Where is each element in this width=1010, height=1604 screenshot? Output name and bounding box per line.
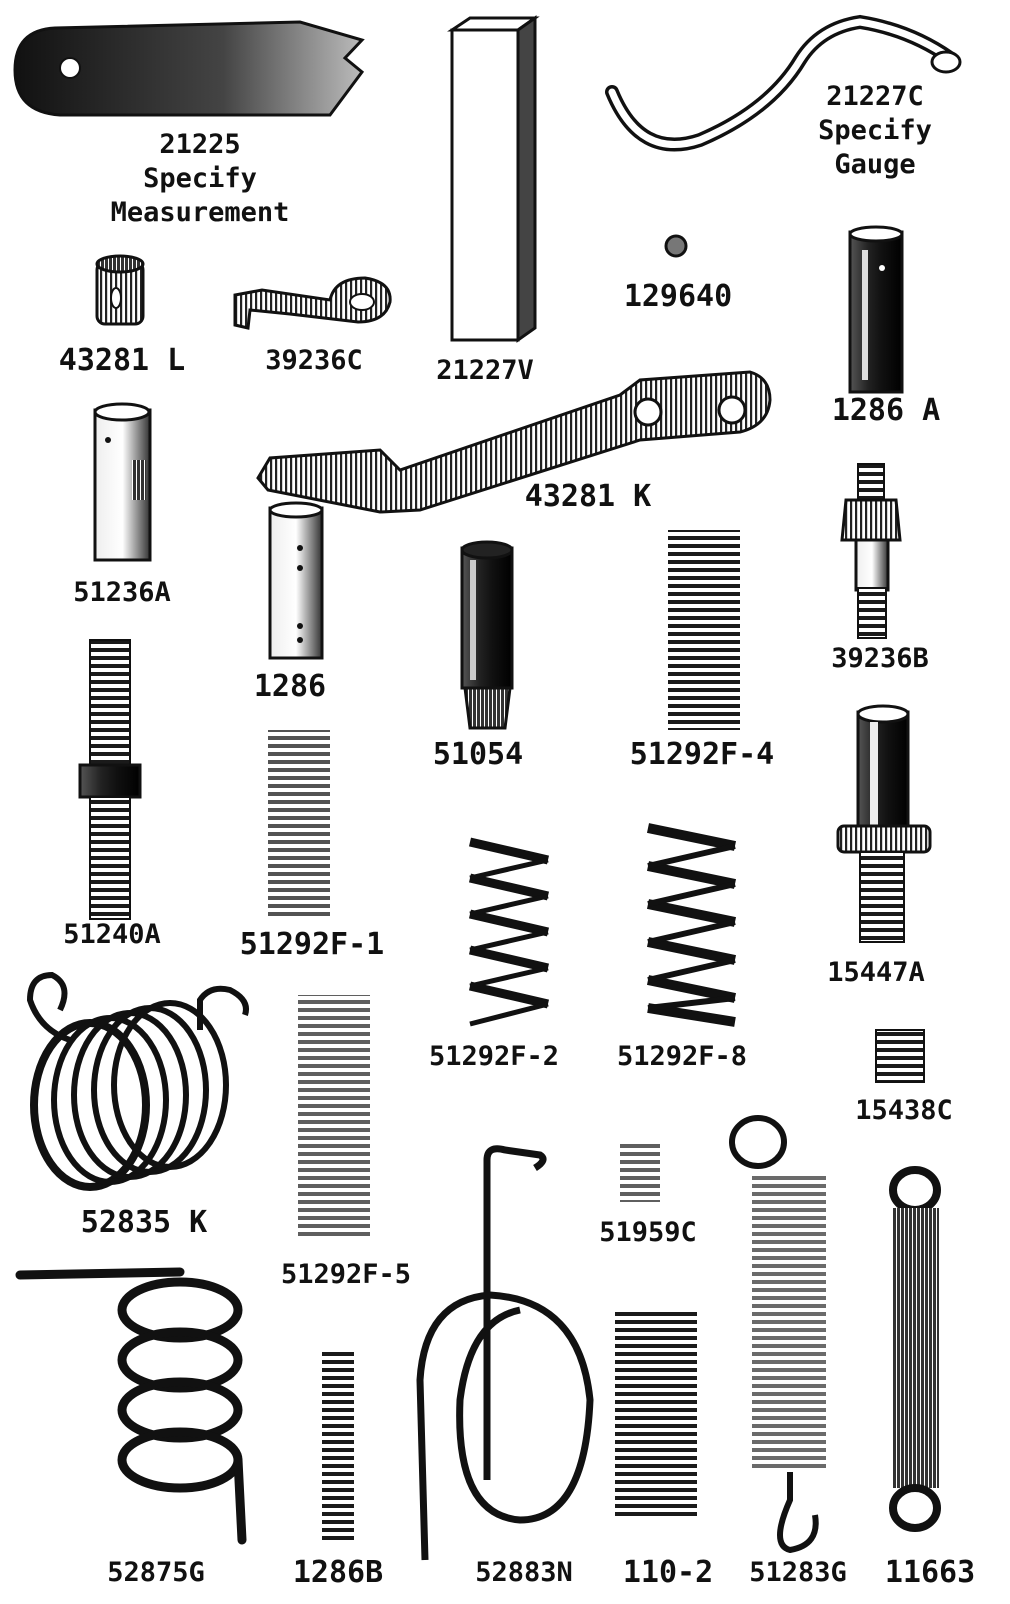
label-51292F-4: 51292F-4 bbox=[629, 737, 775, 772]
part-51292F-8-spring bbox=[646, 823, 737, 1027]
label-51292F-5: 51292F-5 bbox=[280, 1259, 412, 1290]
part-110-2-spring bbox=[615, 1312, 697, 1520]
label-51236A: 51236A bbox=[73, 577, 171, 608]
label-39236C: 39236C bbox=[265, 345, 363, 376]
part-15447A-pin bbox=[836, 704, 932, 943]
label-110-2: 110-2 bbox=[622, 1555, 714, 1590]
part-51240A-stud bbox=[78, 639, 142, 920]
label-21225: 21225 Specify Measurement bbox=[110, 129, 290, 228]
label-1286A: 1286 A bbox=[831, 393, 941, 428]
part-129640-ball bbox=[664, 234, 688, 258]
part-51292F-2-spring bbox=[468, 837, 550, 1027]
label-51959C: 51959C bbox=[599, 1217, 697, 1248]
label-51292F-1: 51292F-1 bbox=[239, 927, 385, 962]
label-15438C: 15438C bbox=[855, 1095, 953, 1126]
part-51959C-spring bbox=[620, 1142, 660, 1202]
part-1286-sleeve bbox=[268, 501, 324, 660]
part-51292F-1-spring bbox=[268, 730, 330, 920]
part-51292F-5-spring bbox=[298, 995, 370, 1240]
label-1286: 1286 bbox=[253, 669, 327, 704]
label-15447A: 15447A bbox=[827, 957, 925, 988]
label-11663: 11663 bbox=[884, 1555, 976, 1590]
label-51292F-2: 51292F-2 bbox=[428, 1041, 560, 1072]
part-43281L-pin bbox=[95, 254, 145, 326]
label-51283G: 51283G bbox=[749, 1557, 847, 1588]
part-51292F-4-spring bbox=[668, 530, 740, 730]
label-21227V: 21227V bbox=[436, 355, 534, 386]
label-51054: 51054 bbox=[432, 737, 524, 772]
label-1286B: 1286B bbox=[292, 1555, 384, 1590]
part-52875G-coil-spring bbox=[15, 1267, 247, 1545]
label-129640: 129640 bbox=[623, 279, 733, 314]
part-39236B-stud bbox=[840, 463, 902, 639]
part-43281K-lever bbox=[256, 370, 772, 514]
label-52883N: 52883N bbox=[475, 1557, 573, 1588]
part-11663-extension-spring bbox=[889, 1166, 941, 1532]
part-51283G-extension-spring bbox=[729, 1115, 826, 1554]
part-1286A-sleeve bbox=[848, 225, 904, 394]
part-21227V-bar bbox=[447, 15, 540, 343]
part-51054-plunger bbox=[460, 540, 514, 730]
label-52835K: 52835 K bbox=[80, 1205, 208, 1240]
label-52875G: 52875G bbox=[107, 1557, 205, 1588]
part-51236A-sleeve bbox=[93, 402, 152, 562]
part-15438C-threaded bbox=[875, 1029, 925, 1083]
label-39236B: 39236B bbox=[831, 643, 929, 674]
label-51240A: 51240A bbox=[63, 919, 161, 950]
part-1286B-spring bbox=[322, 1350, 354, 1540]
part-21227C-hook bbox=[605, 14, 962, 152]
label-51292F-8: 51292F-8 bbox=[616, 1041, 748, 1072]
part-39236C-latch bbox=[233, 276, 392, 330]
part-21225-blade bbox=[13, 20, 365, 117]
label-43281K: 43281 K bbox=[524, 479, 652, 514]
part-52835K-torsion-spring bbox=[26, 971, 249, 1191]
label-43281L: 43281 L bbox=[58, 343, 186, 378]
label-21227C: 21227C Specify Gauge bbox=[818, 81, 932, 180]
part-52883N-wire-spring bbox=[416, 1145, 594, 1561]
